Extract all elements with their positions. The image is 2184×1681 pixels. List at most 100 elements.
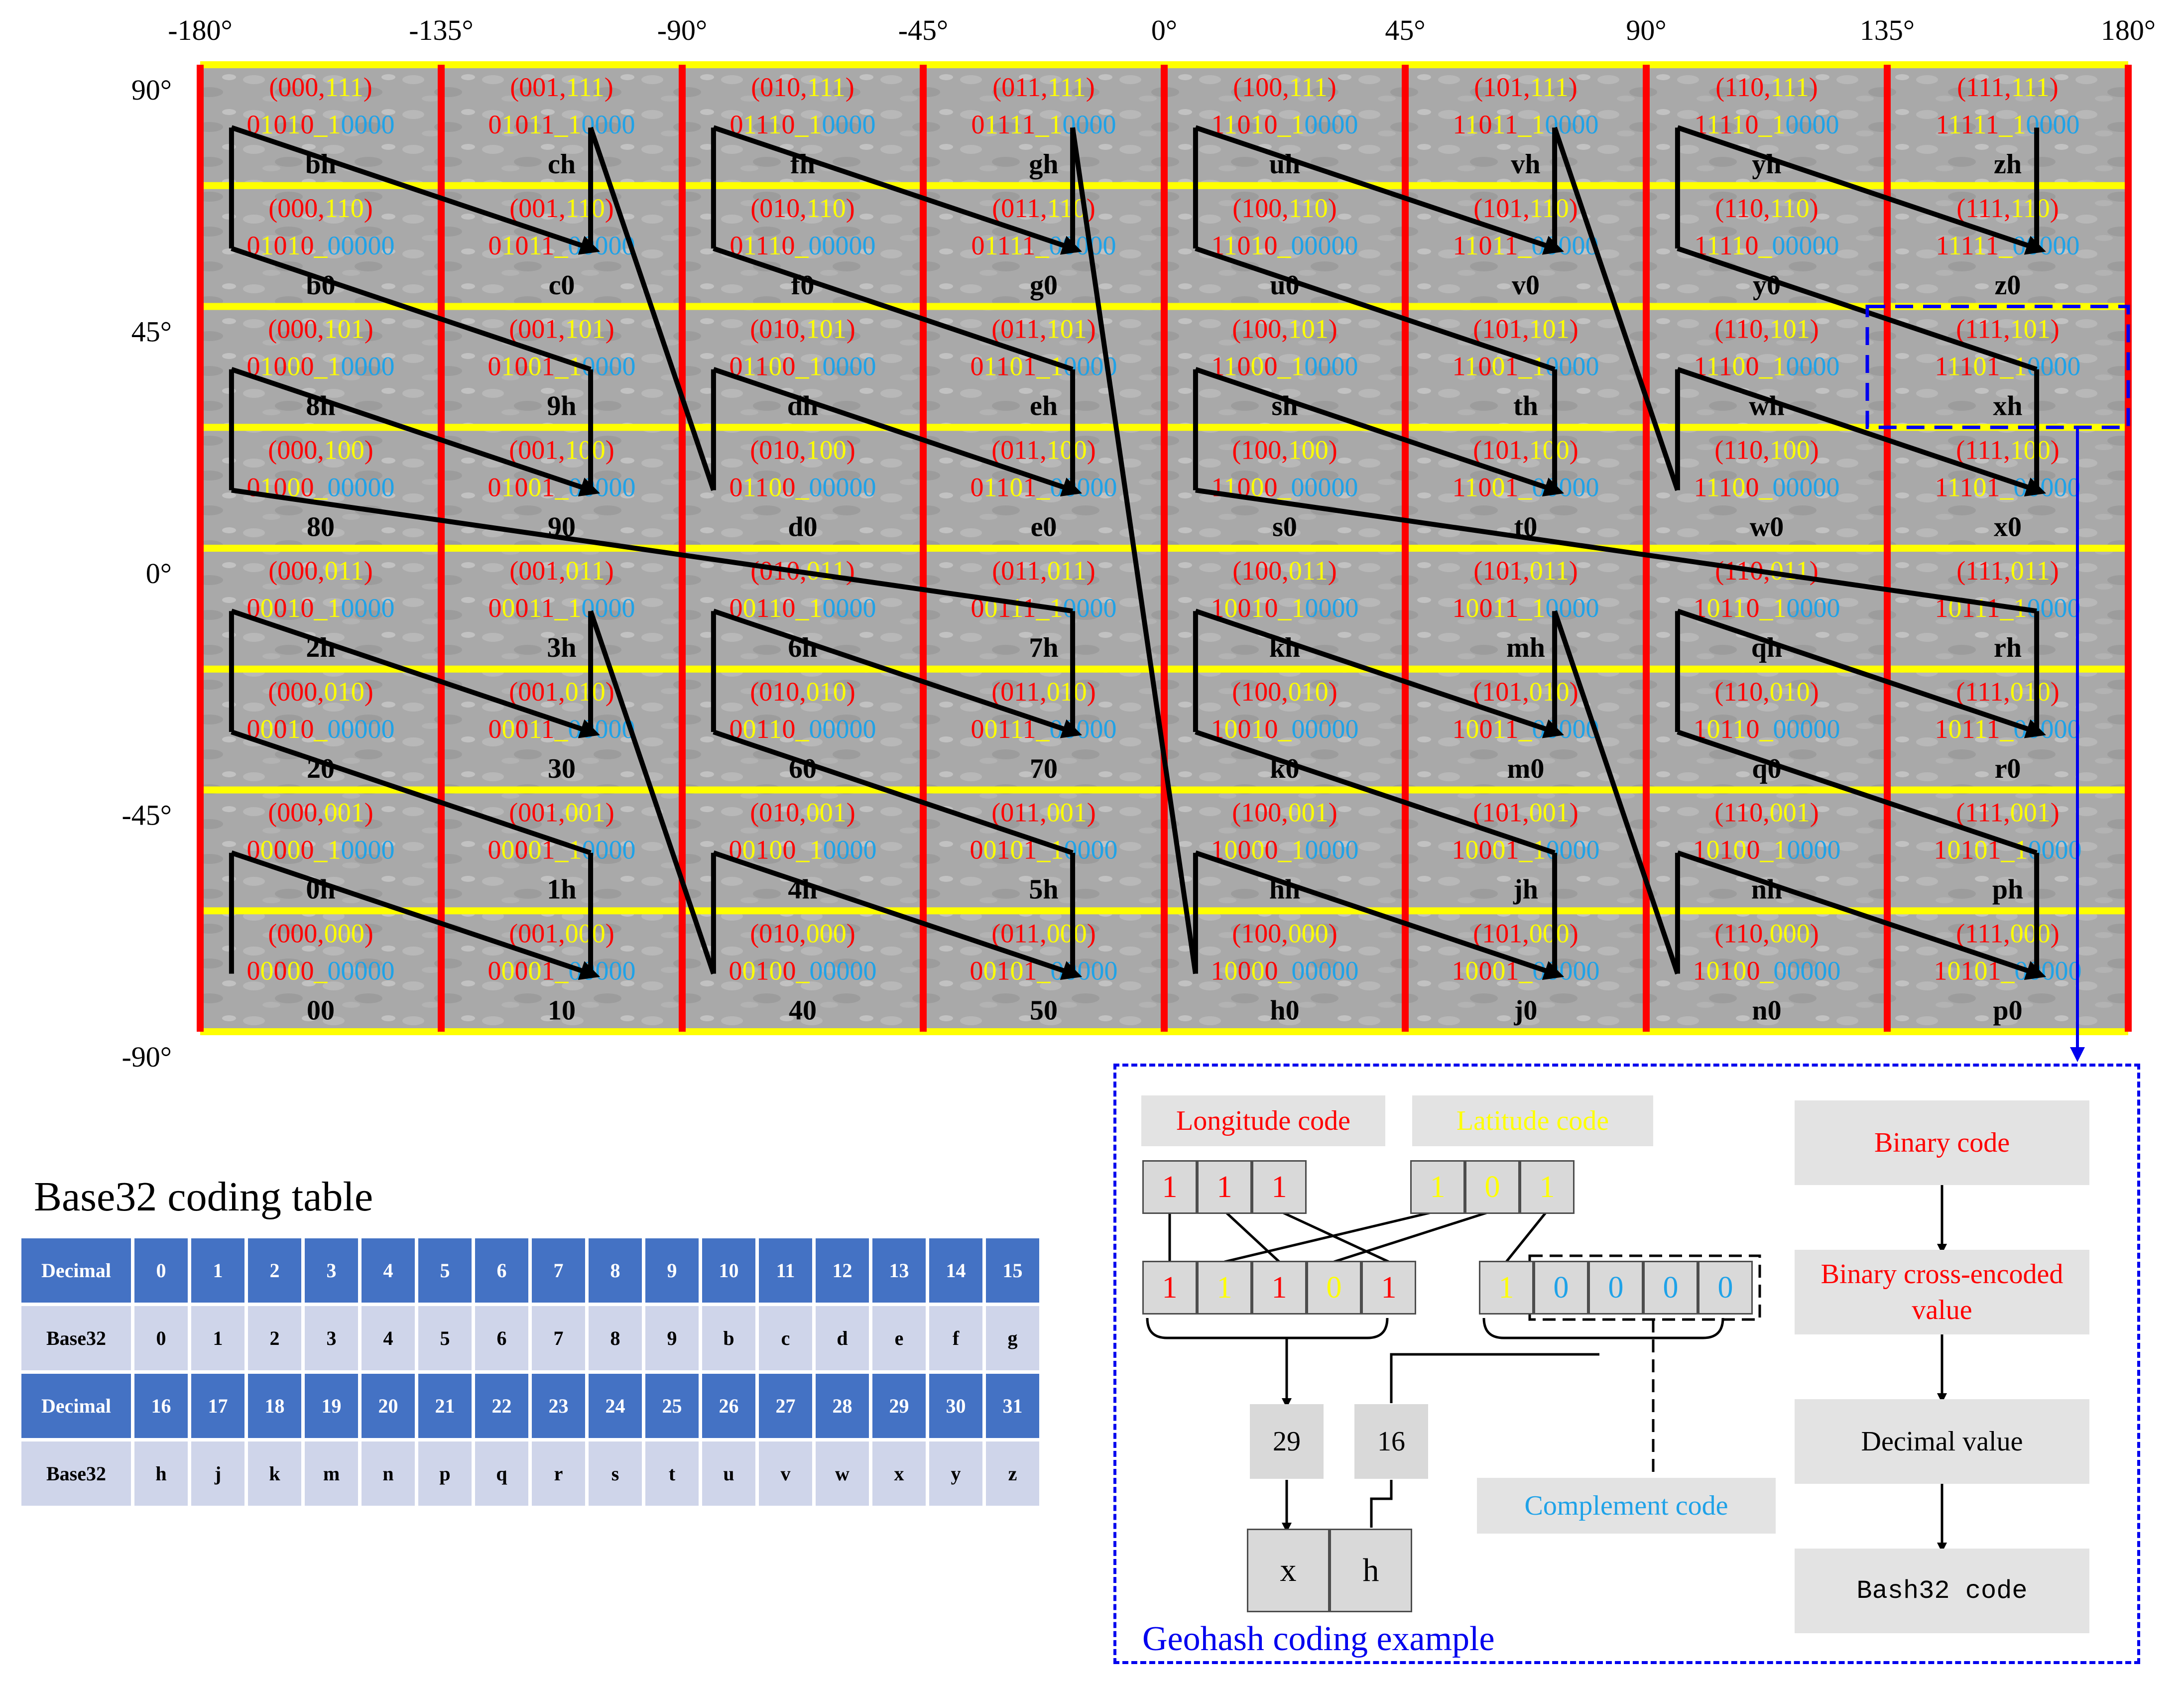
cell-coordinate: (111,110)	[1956, 193, 2059, 223]
cell-coordinate: (011,101)	[991, 314, 1095, 344]
base32-cell: 11	[759, 1238, 812, 1303]
cell-geohash: s0	[1272, 511, 1297, 542]
cross-bit: 0	[1307, 1261, 1361, 1315]
longitude-bit: 1	[1252, 1160, 1307, 1214]
base32-cell: 17	[191, 1374, 244, 1438]
second-bit: 1	[1479, 1261, 1534, 1315]
base32-cell: 5	[418, 1306, 472, 1370]
zigzag-segment	[1195, 125, 1565, 255]
base32-cell: 20	[362, 1374, 415, 1438]
cell-geohash: e0	[1031, 511, 1057, 542]
flow-binary-code: Binary code	[1795, 1100, 2089, 1185]
base32-cell: 2	[248, 1306, 301, 1370]
cross-bit: 1	[1361, 1261, 1416, 1315]
base32-cell: 30	[929, 1374, 982, 1438]
cell-binary: 01110_10000	[730, 110, 876, 139]
base32-cell: 4	[362, 1238, 415, 1303]
zigzag-segment	[1195, 608, 1565, 738]
cell-binary: 10110_00000	[1694, 714, 1840, 744]
cell-geohash: 00	[307, 995, 335, 1026]
cell-geohash: g0	[1030, 270, 1058, 301]
cell-binary: 01000_00000	[247, 472, 395, 502]
cell-geohash: zh	[1994, 149, 2022, 180]
cell-coordinate: (000,000)	[268, 918, 373, 948]
zigzag-segment	[588, 126, 716, 491]
cell-geohash: 70	[1030, 753, 1058, 784]
cell-binary: 11011_10000	[1453, 110, 1599, 139]
base32-cell: p	[418, 1441, 472, 1506]
zigzag-segment	[1677, 246, 2038, 372]
cell-geohash: xh	[1993, 391, 2022, 422]
base32-row-header: Decimal	[21, 1374, 131, 1438]
latitude-bit: 1	[1520, 1160, 1575, 1214]
zigzag-segment	[713, 608, 1083, 738]
cell-binary: 01101_10000	[971, 352, 1117, 381]
base32-cell: s	[589, 1441, 642, 1506]
cell-coordinate: (011,011)	[992, 556, 1095, 586]
cell-binary: 00100_10000	[729, 835, 877, 865]
longitude-bit: 1	[1142, 1160, 1197, 1214]
base32-cell: g	[986, 1306, 1039, 1370]
cell-coordinate: (000,010)	[268, 677, 373, 707]
cell-coordinate: (001,000)	[509, 918, 614, 948]
cell-coordinate: (001,111)	[510, 72, 613, 102]
latitude-tick-label: 0°	[146, 557, 172, 590]
base32-cell: 29	[872, 1374, 926, 1438]
geohash-char: x	[1247, 1529, 1330, 1612]
base32-cell: 15	[986, 1238, 1039, 1303]
base32-cell: 0	[134, 1238, 188, 1303]
base32-cell: 2	[248, 1238, 301, 1303]
cell-coordinate: (110,101)	[1714, 314, 1819, 344]
cell-coordinate: (011,001)	[991, 798, 1095, 828]
cell-coordinate: (011,110)	[992, 193, 1095, 223]
zigzag-segment	[713, 366, 1083, 497]
cell-binary: 00101_00000	[970, 956, 1118, 985]
cell-binary: 00100_00000	[729, 956, 877, 985]
arrow-to-decimal-second	[1390, 1353, 1599, 1403]
cell-binary: 11111_00000	[1936, 231, 2080, 260]
cell-geohash: ph	[1992, 874, 2023, 905]
connector-line	[1334, 1209, 1493, 1263]
flow-decimal-value: Decimal value	[1795, 1399, 2089, 1484]
base32-cell: 3	[305, 1238, 358, 1303]
cell-coordinate: (101,110)	[1473, 193, 1577, 223]
cell-binary: 01111_00000	[971, 231, 1116, 260]
cell-coordinate: (001,010)	[509, 677, 614, 707]
zigzag-segment	[713, 729, 1074, 855]
cell-coordinate: (110,110)	[1715, 193, 1818, 223]
cell-binary: 10110_10000	[1694, 593, 1840, 623]
cell-coordinate: (100,011)	[1232, 556, 1336, 586]
base32-cell: 13	[872, 1238, 926, 1303]
latitude-bit: 0	[1465, 1160, 1520, 1214]
latitude-code-label: Latitude code	[1412, 1095, 1653, 1146]
latitude-tick-label: 90°	[131, 74, 172, 106]
base32-cell: r	[532, 1441, 585, 1506]
cell-geohash: r0	[1995, 753, 2021, 784]
cell-geohash: rh	[1994, 632, 2022, 663]
cell-binary: 10011_00000	[1453, 714, 1599, 744]
second-bit: 0	[1534, 1261, 1588, 1315]
cell-binary: 11101_00000	[1935, 472, 2081, 502]
geohash-char: h	[1330, 1529, 1412, 1612]
cell-coordinate: (011,111)	[992, 72, 1094, 102]
cell-geohash: z0	[1995, 270, 2021, 301]
cell-coordinate: (000,111)	[269, 72, 372, 102]
cell-binary: 10111_00000	[1935, 714, 2081, 744]
cell-geohash: 3h	[547, 632, 576, 663]
cell-binary: 10010_00000	[1211, 714, 1359, 744]
base32-cell: 24	[589, 1374, 642, 1438]
cell-coordinate: (111,101)	[1956, 314, 2059, 344]
base32-cell: y	[929, 1441, 982, 1506]
longitude-tick-label: 90°	[1626, 14, 1666, 46]
zigzag-segment	[713, 125, 1083, 255]
cell-geohash: c0	[549, 270, 575, 301]
zigzag-segment	[713, 850, 1083, 980]
cell-binary: 00011_10000	[488, 593, 635, 623]
base32-cell: w	[816, 1441, 869, 1506]
base32-cell: 7	[532, 1306, 585, 1370]
cell-geohash: eh	[1030, 391, 1058, 422]
cell-binary: 10010_10000	[1211, 593, 1359, 623]
cell-coordinate: (010,100)	[750, 435, 855, 465]
cell-coordinate: (110,111)	[1715, 72, 1818, 102]
